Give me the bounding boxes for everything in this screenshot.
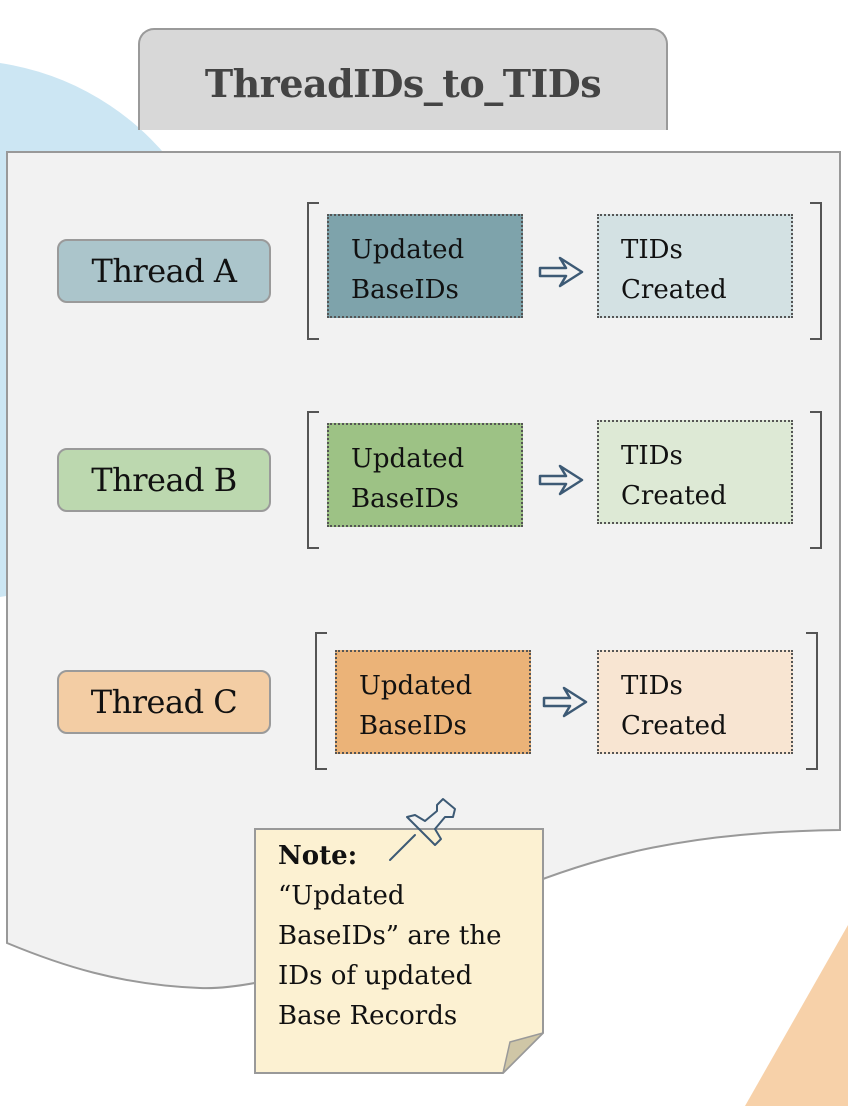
note-line: BaseIDs” are the xyxy=(278,921,502,951)
thread-b-text: Thread B xyxy=(91,461,237,499)
box-line: Created xyxy=(621,275,727,305)
note-label: Note: xyxy=(278,841,358,871)
box-line: TIDs xyxy=(621,235,683,265)
thread-a-tids-created: TIDs Created xyxy=(597,214,793,318)
bracket-right xyxy=(806,632,818,770)
bracket-right xyxy=(810,202,822,340)
right-double-arrow-icon xyxy=(542,686,588,718)
note-text: Note: “Updated BaseIDs” are the IDs of u… xyxy=(278,836,538,1036)
right-double-arrow-icon xyxy=(538,464,584,496)
box-line: Updated xyxy=(351,235,465,265)
thread-b-label: Thread B xyxy=(57,448,271,512)
box-line: TIDs xyxy=(621,441,683,471)
note-fold xyxy=(502,1031,544,1074)
box-line: Updated xyxy=(351,444,465,474)
thread-a-updated-baseids: Updated BaseIDs xyxy=(327,214,523,318)
box-line: Updated xyxy=(359,671,473,701)
bracket-left xyxy=(307,202,319,340)
note-line: Base Records xyxy=(278,1001,458,1031)
thread-c-text: Thread C xyxy=(90,683,238,721)
thread-c-updated-baseids: Updated BaseIDs xyxy=(335,650,531,754)
bracket-left xyxy=(315,632,327,770)
box-line: Created xyxy=(621,481,727,511)
title-tab: ThreadIDs_to_TIDs xyxy=(138,28,668,130)
bracket-right xyxy=(810,411,822,549)
note-line: IDs of updated xyxy=(278,961,473,991)
box-line: Created xyxy=(621,711,727,741)
sticky-note xyxy=(254,828,544,1074)
bracket-left xyxy=(307,411,319,549)
thread-b-updated-baseids: Updated BaseIDs xyxy=(327,423,523,527)
thread-a-text: Thread A xyxy=(91,252,237,290)
background-triangle xyxy=(745,925,848,1106)
thread-a-label: Thread A xyxy=(57,239,271,303)
thread-c-tids-created: TIDs Created xyxy=(597,650,793,754)
diagram-title: ThreadIDs_to_TIDs xyxy=(204,60,602,106)
box-line: BaseIDs xyxy=(351,275,459,305)
thread-c-label: Thread C xyxy=(57,670,271,734)
pushpin-icon xyxy=(389,798,456,861)
box-line: TIDs xyxy=(621,671,683,701)
box-line: BaseIDs xyxy=(351,484,459,514)
right-double-arrow-icon xyxy=(538,256,584,288)
note-line: “Updated xyxy=(278,881,405,911)
thread-b-tids-created: TIDs Created xyxy=(597,420,793,524)
box-line: BaseIDs xyxy=(359,711,467,741)
